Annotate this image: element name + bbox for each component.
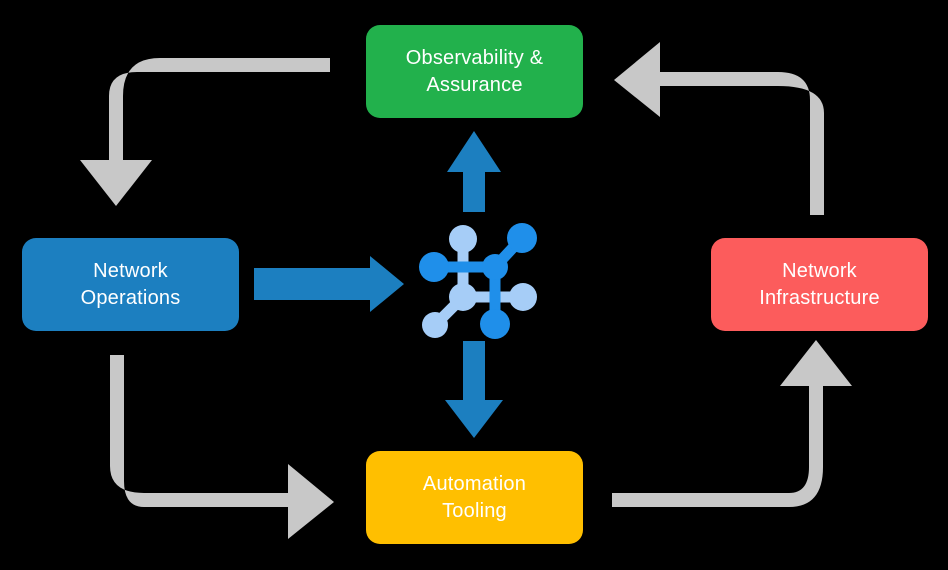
connector-center-to-automation bbox=[445, 341, 503, 438]
node-network-infrastructure[interactable]: Network Infrastructure bbox=[711, 238, 928, 331]
node-automation-tooling[interactable]: Automation Tooling bbox=[366, 451, 583, 544]
connector-automation-to-infrastructure bbox=[612, 340, 852, 507]
node-label-line-2: Operations bbox=[80, 286, 181, 309]
node-label-line-1: Observability & bbox=[405, 47, 544, 70]
node-label-line-2: Assurance bbox=[426, 73, 523, 96]
topology-nodes-primary bbox=[419, 223, 537, 339]
node-label: Automation Tooling bbox=[423, 471, 526, 524]
connector-infrastructure-to-observability bbox=[614, 42, 824, 215]
node-label-line-1: Automation bbox=[422, 473, 527, 496]
node-label-line-2: Tooling bbox=[442, 499, 507, 522]
node-observability-assurance[interactable]: Observability & Assurance bbox=[366, 25, 583, 118]
network-topology-icon bbox=[419, 223, 537, 339]
node-label-line-2: Infrastructure bbox=[759, 286, 880, 309]
node-label: Observability & Assurance bbox=[406, 45, 544, 98]
connector-observability-to-operations bbox=[80, 58, 330, 206]
connector-center-to-observability bbox=[447, 131, 501, 212]
connector-operations-to-center bbox=[254, 256, 404, 312]
node-label: Network Infrastructure bbox=[759, 258, 880, 311]
node-label-line-1: Network bbox=[93, 260, 168, 283]
node-network-operations[interactable]: Network Operations bbox=[22, 238, 239, 331]
node-label-line-1: Network bbox=[782, 260, 857, 283]
node-label: Network Operations bbox=[81, 258, 181, 311]
connector-operations-to-automation bbox=[110, 355, 334, 539]
topology-nodes-secondary bbox=[422, 225, 537, 338]
